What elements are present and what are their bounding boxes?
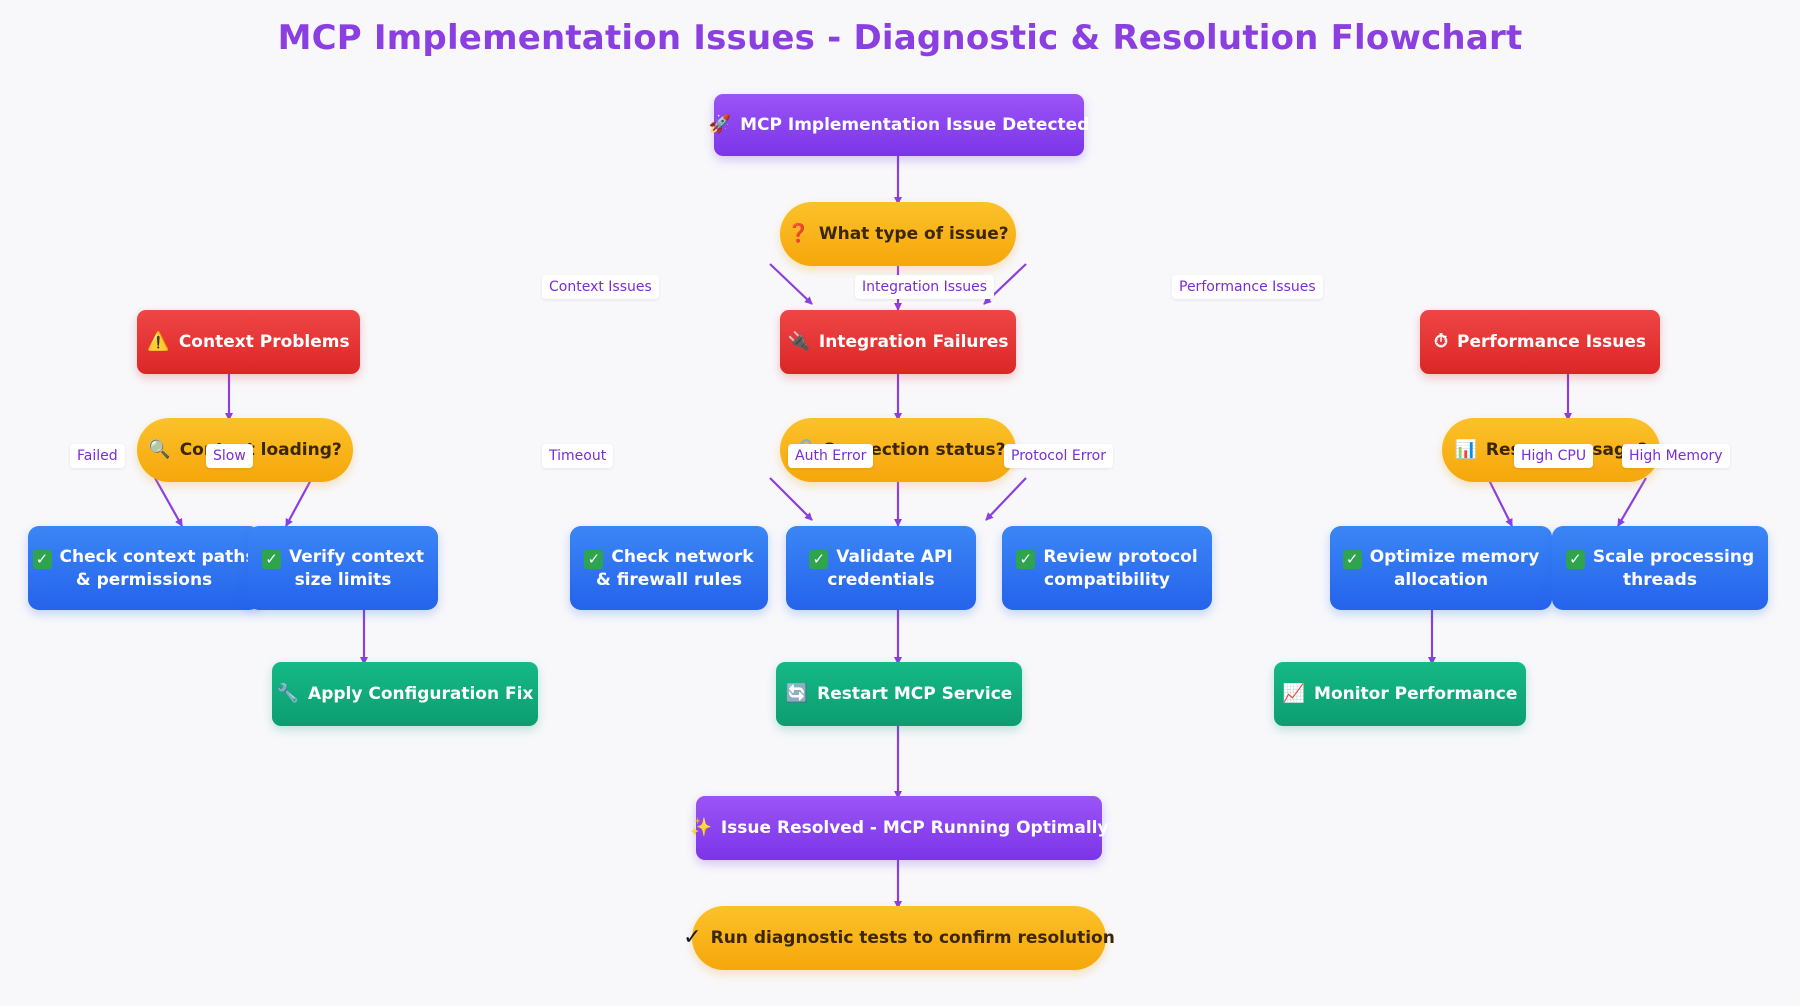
node-label: Integration Failures xyxy=(818,332,1009,352)
warning-icon: ⚠️ xyxy=(147,331,170,352)
edge-label-high-cpu: High CPU xyxy=(1514,444,1594,468)
node-label: What type of issue? xyxy=(818,224,1009,244)
node-label-line2: & firewall rules xyxy=(596,569,742,590)
edge-connection-to-review-protocol xyxy=(985,477,1027,521)
node-label: Issue Resolved - MCP Running Optimally xyxy=(720,818,1109,838)
stopwatch-icon: ⏱ xyxy=(1434,331,1449,352)
edge-loading-to-verify-size xyxy=(285,477,313,527)
check-mark-icon: ✓ xyxy=(1342,549,1362,569)
node-label-line1: Optimize memory xyxy=(1369,546,1540,567)
bar-chart-icon: 📊 xyxy=(1454,439,1477,460)
node-label: Context loading? xyxy=(179,440,342,460)
node-label-line1: Review protocol xyxy=(1043,546,1198,567)
edge-label-performance-issues: Performance Issues xyxy=(1172,275,1323,299)
node-label-line2: size limits xyxy=(294,569,392,590)
check-mark-icon: ✓ xyxy=(262,549,281,569)
check-mark-icon: ✓ xyxy=(809,549,829,569)
node-label: Run diagnostic tests to confirm resoluti… xyxy=(710,928,1115,948)
node-label: MCP Implementation Issue Detected xyxy=(740,115,1090,135)
edge-label-context-issues: Context Issues xyxy=(542,275,659,299)
diagram-title: MCP Implementation Issues - Diagnostic &… xyxy=(277,18,1523,58)
trend-chart-icon: 📈 xyxy=(1282,683,1306,704)
node-label-line2: allocation xyxy=(1393,569,1489,590)
check-mark-icon: ✓ xyxy=(584,549,604,569)
node-label: Apply Configuration Fix xyxy=(308,684,534,704)
check-network-node: ✓ Check network& firewall rules xyxy=(570,526,768,610)
plug-icon: 🔌 xyxy=(787,331,810,352)
check-context-paths-node: ✓ Check context paths& permissions xyxy=(28,526,260,610)
check-icon: ✓ xyxy=(683,925,702,950)
node-label: Context Problems xyxy=(178,332,350,352)
node-label: Monitor Performance xyxy=(1314,684,1518,704)
context-problems-node: ⚠️ Context Problems xyxy=(137,310,360,374)
node-label-line2: compatibility xyxy=(1044,569,1170,590)
start-node: 🚀 MCP Implementation Issue Detected xyxy=(709,94,1089,156)
check-mark-icon: ✓ xyxy=(1565,549,1585,569)
edge-label-protocol-error: Protocol Error xyxy=(1004,444,1113,468)
node-label: Performance Issues xyxy=(1457,332,1647,352)
node-label-line1: Verify context xyxy=(289,546,424,567)
edge-label-high-memory: High Memory xyxy=(1622,444,1730,468)
monitor-performance-node: 📈 Monitor Performance xyxy=(1274,662,1526,726)
rocket-icon: 🚀 xyxy=(708,114,732,135)
edge-label-auth-error: Auth Error xyxy=(788,444,874,468)
apply-configuration-fix-node: 🔧 Apply Configuration Fix xyxy=(272,662,538,726)
node-label-line1: Check context paths xyxy=(59,546,256,567)
issue-type-decision: ❓ What type of issue? xyxy=(780,202,1016,266)
run-diagnostic-tests-node: ✓ Run diagnostic tests to confirm resolut… xyxy=(683,906,1115,970)
check-mark-icon: ✓ xyxy=(32,549,52,569)
node-label-line2: & permissions xyxy=(75,569,213,590)
magnifier-icon: 🔍 xyxy=(148,439,171,460)
node-label-line1: Validate API xyxy=(836,546,953,567)
edge-connection-to-check-network xyxy=(769,477,813,521)
sparkles-icon: ✨ xyxy=(689,817,712,838)
question-icon: ❓ xyxy=(787,223,810,244)
node-label-line1: Scale processing xyxy=(1592,546,1755,567)
refresh-icon: 🔄 xyxy=(785,683,809,704)
issue-resolved-node: ✨ Issue Resolved - MCP Running Optimally xyxy=(689,796,1109,860)
node-label-line2: credentials xyxy=(827,569,935,590)
restart-service-node: 🔄 Restart MCP Service xyxy=(776,662,1022,726)
edge-resource-to-scale-threads xyxy=(1617,477,1647,527)
node-label: Restart MCP Service xyxy=(817,684,1013,704)
check-mark-icon: ✓ xyxy=(1016,549,1036,569)
edge-loading-to-check-paths xyxy=(154,477,183,527)
wrench-icon: 🔧 xyxy=(276,683,300,704)
node-label-line2: threads xyxy=(1623,569,1697,590)
edge-label-timeout: Timeout xyxy=(542,444,614,468)
edge-resource-to-optimize-memory xyxy=(1487,477,1513,527)
edge-label-failed: Failed xyxy=(70,444,125,468)
node-label-line1: Check network xyxy=(611,546,754,567)
edge-label-slow: Slow xyxy=(206,444,253,468)
edge-issue-type-to-context xyxy=(769,263,813,305)
performance-issues-node: ⏱ Performance Issues xyxy=(1420,310,1660,374)
integration-failures-node: 🔌 Integration Failures xyxy=(780,310,1016,374)
edge-label-integration-issues: Integration Issues xyxy=(855,275,995,299)
